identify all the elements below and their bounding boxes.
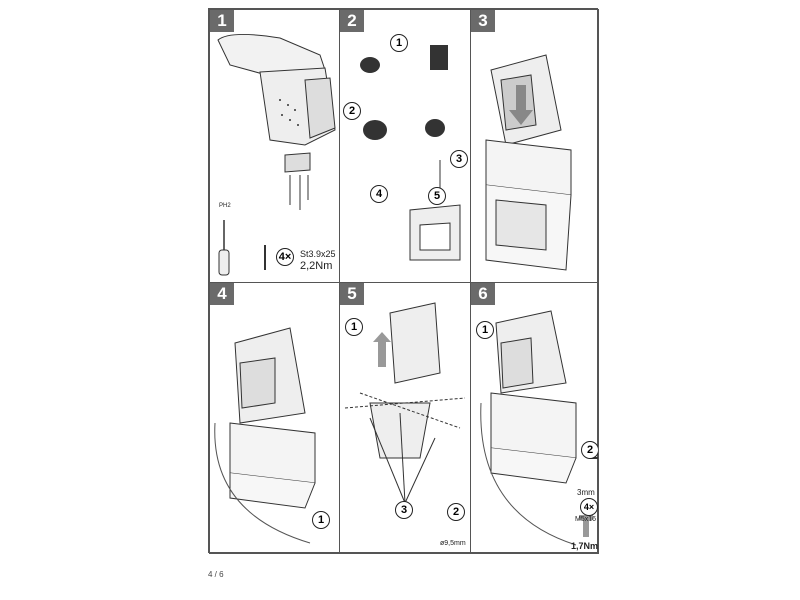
step-3-panel: 3 xyxy=(470,9,599,283)
quantity-badge: 4× xyxy=(580,498,598,516)
step-4-panel: 4 1 xyxy=(209,282,340,554)
armrest-fixing-illustration xyxy=(214,327,316,544)
final-fixing-illustration xyxy=(480,310,598,546)
page-number: 4 / 6 xyxy=(208,570,224,579)
callout: 5 xyxy=(428,187,446,205)
bracket-illustration xyxy=(344,302,466,504)
step-number: 3 xyxy=(471,10,495,32)
torque-value: 1,7Nm xyxy=(571,541,599,551)
step-number: 4 xyxy=(210,283,234,305)
torque-value: 2,2Nm xyxy=(300,260,333,272)
step-number: 6 xyxy=(471,283,495,305)
step-1-panel: 1 PH2 4× St3.9x25 2,2Nm xyxy=(209,9,340,283)
step-number: 1 xyxy=(210,10,234,32)
callout: 4 xyxy=(370,185,388,203)
hex-key-size: 3mm xyxy=(577,488,595,497)
callout: 3 xyxy=(450,150,468,168)
callout: 1 xyxy=(390,34,408,52)
drill-size: ø9,5mm xyxy=(440,540,466,547)
callout: 1 xyxy=(476,321,494,339)
callout: 2 xyxy=(447,503,465,521)
callout: 1 xyxy=(345,318,363,336)
quantity-badge: 4× xyxy=(276,248,294,266)
socket-illustration xyxy=(360,45,461,261)
armrest-illustration xyxy=(217,33,336,276)
step-number: 5 xyxy=(340,283,364,305)
armrest-install-illustration xyxy=(485,54,572,271)
step-6-panel: 6 1 2 3mm 4× M5x16 1,7Nm xyxy=(470,282,599,554)
step-2-panel: 2 1 2 3 4 5 xyxy=(339,9,471,283)
callout: 2 xyxy=(343,102,361,120)
screw-spec: St3.9x25 xyxy=(300,249,336,259)
screw-spec: M5x16 xyxy=(575,516,597,523)
bit-label: PH2 xyxy=(219,203,231,209)
step-5-panel: 5 1 3 2 ø9,5mm xyxy=(339,282,471,554)
callout: 2 xyxy=(581,441,598,459)
step-number: 2 xyxy=(340,10,364,32)
callout: 1 xyxy=(312,511,330,529)
instruction-grid: 1 PH2 4× St3.9x25 2,2Nm 2 1 2 3 4 5 3 4 xyxy=(208,8,599,554)
callout: 3 xyxy=(395,501,413,519)
